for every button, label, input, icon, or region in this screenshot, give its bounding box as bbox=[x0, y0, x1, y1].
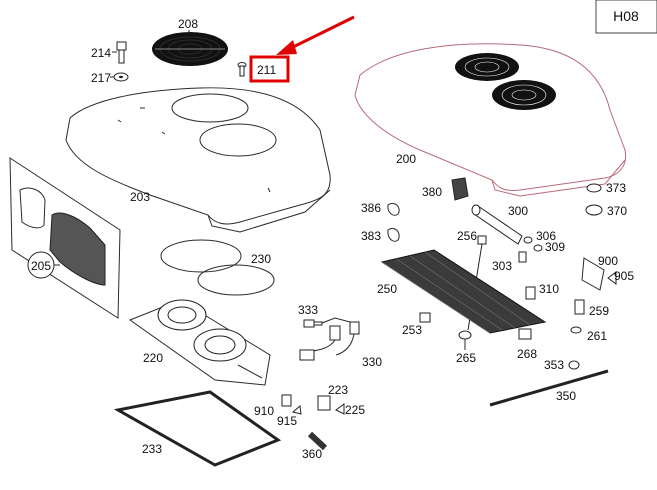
clip-386 bbox=[387, 202, 400, 216]
grommet-265 bbox=[458, 330, 472, 350]
label-360: 360 bbox=[302, 447, 322, 461]
connector-223 bbox=[317, 395, 331, 411]
label-330: 330 bbox=[362, 355, 382, 369]
bolt-253 bbox=[419, 312, 431, 323]
label-310: 310 bbox=[539, 282, 559, 296]
label-386: 386 bbox=[361, 201, 381, 215]
strip-360 bbox=[307, 431, 328, 451]
fan-assembly-220 bbox=[128, 299, 271, 386]
label-353: 353 bbox=[544, 358, 564, 372]
label-915: 915 bbox=[277, 414, 297, 428]
label-233: 233 bbox=[142, 442, 162, 456]
screw-333 bbox=[303, 319, 323, 328]
condenser-250 bbox=[380, 249, 547, 334]
label-211: 211 bbox=[257, 63, 276, 77]
label-268: 268 bbox=[517, 347, 537, 361]
label-309: 309 bbox=[545, 240, 565, 254]
label-303: 303 bbox=[492, 259, 512, 273]
label-205: 205 bbox=[31, 259, 51, 273]
washer-217 bbox=[113, 72, 129, 82]
label-333: 333 bbox=[298, 303, 318, 317]
label-900: 900 bbox=[598, 254, 618, 268]
label-306: 306 bbox=[536, 229, 556, 243]
fan-grille-208 bbox=[152, 32, 228, 66]
clip-268 bbox=[518, 328, 532, 340]
label-380: 380 bbox=[422, 185, 442, 199]
label-217: 217 bbox=[91, 71, 111, 85]
label-265: 265 bbox=[456, 351, 476, 365]
screw-225 bbox=[335, 403, 345, 415]
label-203: 203 bbox=[130, 190, 150, 204]
clip-915 bbox=[291, 405, 302, 415]
label-214: 214 bbox=[91, 46, 111, 60]
filter-frame-233 bbox=[113, 390, 282, 467]
label-200: 200 bbox=[396, 152, 416, 166]
washer-261 bbox=[570, 326, 582, 334]
cap-353 bbox=[568, 360, 580, 370]
nut-373 bbox=[586, 183, 602, 193]
label-259: 259 bbox=[589, 304, 609, 318]
screw-214 bbox=[116, 41, 127, 64]
label-300: 300 bbox=[508, 204, 528, 218]
label-370: 370 bbox=[607, 204, 627, 218]
label-230: 230 bbox=[251, 252, 271, 266]
bolt-259 bbox=[574, 299, 585, 315]
switch-310 bbox=[525, 286, 536, 300]
oring-309 bbox=[533, 244, 543, 252]
receiver-drier-300 bbox=[471, 204, 523, 245]
housing-fan-left bbox=[455, 53, 519, 81]
screw-211 bbox=[237, 62, 247, 77]
label-910: 910 bbox=[254, 404, 274, 418]
highlight-arrow bbox=[276, 15, 355, 55]
housing-cover-203 bbox=[65, 87, 331, 233]
screw-303 bbox=[518, 251, 527, 263]
label-256: 256 bbox=[457, 229, 477, 243]
label-905: 905 bbox=[614, 269, 634, 283]
label-350: 350 bbox=[556, 389, 576, 403]
bracket-380 bbox=[451, 177, 469, 201]
side-grille-205 bbox=[9, 157, 121, 319]
label-383: 383 bbox=[361, 229, 381, 243]
highlight-box bbox=[249, 55, 290, 83]
sheet-label-box bbox=[595, 0, 657, 34]
grommet-370 bbox=[585, 204, 603, 216]
rod-350 bbox=[489, 369, 609, 407]
housing-assembly-200 bbox=[354, 43, 627, 197]
label-208: 208 bbox=[178, 17, 198, 31]
label-220: 220 bbox=[143, 351, 163, 365]
harness-330 bbox=[299, 317, 360, 361]
label-253: 253 bbox=[402, 323, 422, 337]
sensor-900 bbox=[581, 257, 605, 291]
label-250: 250 bbox=[377, 282, 397, 296]
sheet-label: H08 bbox=[613, 8, 639, 24]
label-225: 225 bbox=[345, 403, 365, 417]
clip-905 bbox=[607, 271, 617, 285]
sensor-910 bbox=[281, 394, 292, 407]
label-261: 261 bbox=[587, 329, 607, 343]
label-223: 223 bbox=[328, 383, 348, 397]
label-373: 373 bbox=[606, 181, 626, 195]
housing-fan-right bbox=[492, 80, 556, 110]
seal-306 bbox=[523, 236, 533, 244]
seal-rings-230 bbox=[160, 239, 275, 296]
clip-383 bbox=[387, 227, 400, 242]
